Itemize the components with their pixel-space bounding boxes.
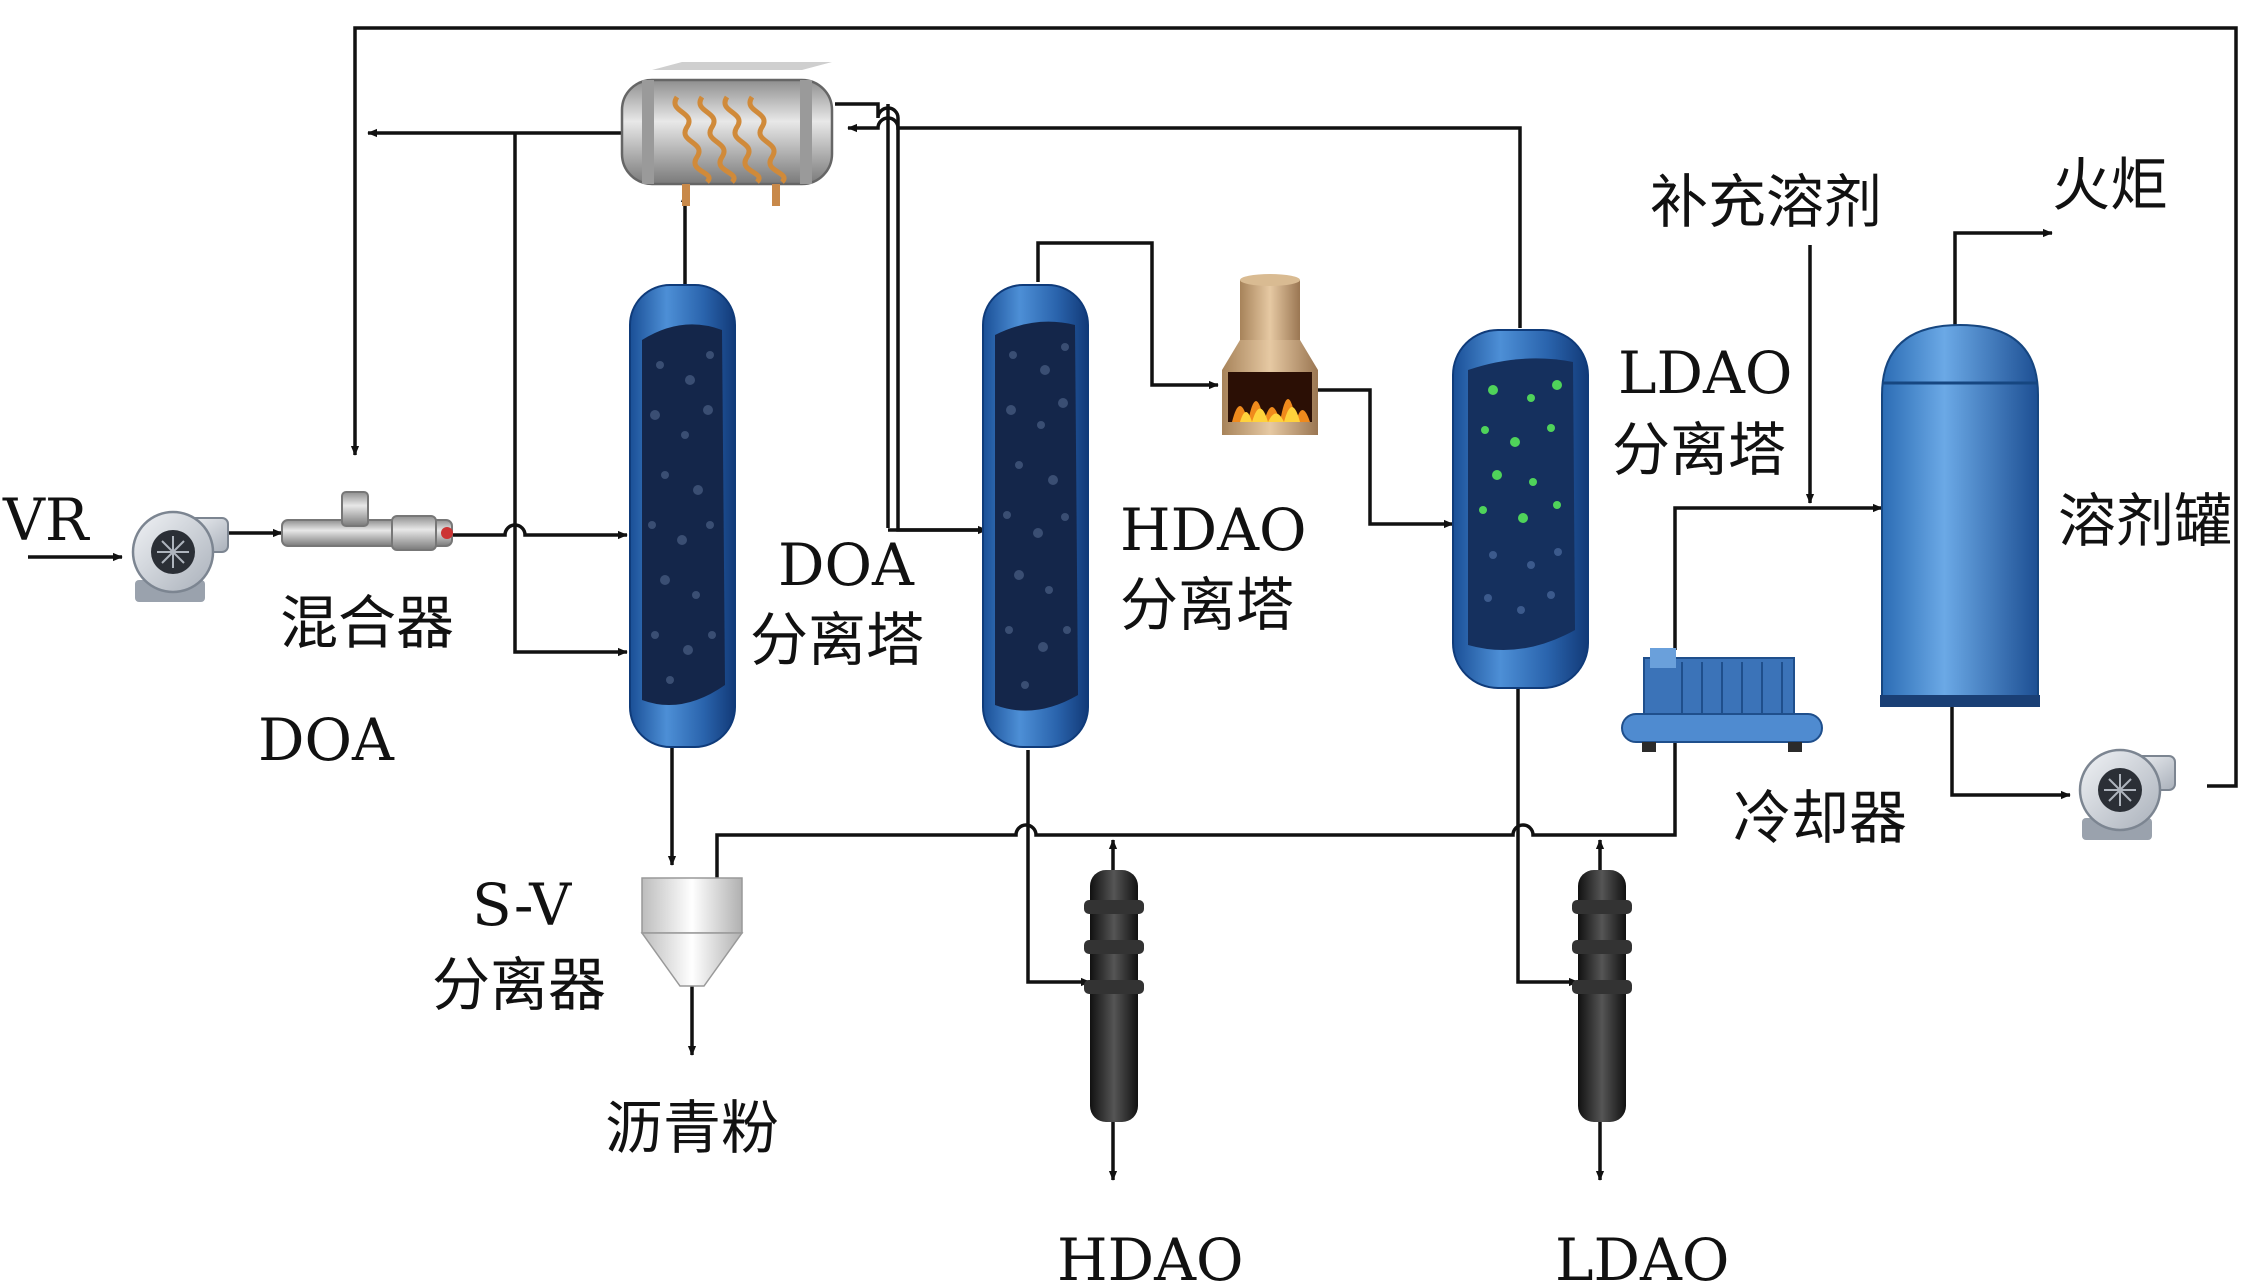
doa-label: DOA xyxy=(258,706,395,774)
flare-line xyxy=(1953,228,2053,325)
cooler-label: 冷却器 xyxy=(1733,784,1907,852)
solvent-tank-label: 溶剂罐 xyxy=(2058,487,2232,555)
ldao-column-icon xyxy=(1452,329,1589,689)
ldao-stripper-icon xyxy=(1572,870,1632,1122)
ldao-column-label-line1: LDAO xyxy=(1618,339,1792,407)
furnace-to-ldao-line xyxy=(1318,388,1454,529)
sv-separator-label-line1: S-V xyxy=(472,871,572,939)
static-mixer-icon xyxy=(281,491,453,551)
exchanger-to-doa-lower-line xyxy=(513,133,628,657)
asphalt-powder-label: 沥青粉 xyxy=(605,1094,779,1162)
makeup-solvent-label: 补充溶剂 xyxy=(1650,168,1882,236)
hdao-column-label-line1: HDAO xyxy=(1120,496,1307,564)
cooler-to-tank-line xyxy=(1673,503,1883,650)
ldao-bottoms-line xyxy=(1516,685,1579,987)
hdao-product-label: HDAO xyxy=(1057,1226,1244,1285)
solvent-recycle-line xyxy=(350,26,2238,788)
hdao-bottoms-line xyxy=(1026,750,1091,987)
cooler-icon xyxy=(1621,648,1823,752)
sv-separator-label-line2: 分离器 xyxy=(432,951,606,1019)
solvent-pump-icon xyxy=(2078,748,2176,840)
heat-exchanger-icon xyxy=(620,62,834,206)
doa-column-icon xyxy=(629,284,736,748)
piping xyxy=(28,26,2238,1181)
doa-column-label-line2: 分离塔 xyxy=(750,606,924,674)
tank-to-pump-line xyxy=(1950,700,2071,800)
feed-pump-icon xyxy=(131,510,229,602)
furnace-icon xyxy=(1222,274,1318,435)
separator-vapor-line xyxy=(715,732,1677,880)
mixer-label: 混合器 xyxy=(280,589,454,657)
solvent-tank-icon xyxy=(1880,323,2040,707)
hdao-column-icon xyxy=(982,284,1089,748)
labels: VR 混合器 DOA DOA 分离塔 HDAO 分离塔 LDAO 分离塔 补充溶… xyxy=(2,151,2232,1285)
exchanger-to-hdao-line xyxy=(835,102,987,532)
doa-column-label-line1: DOA xyxy=(778,531,915,599)
flare-label: 火炬 xyxy=(2052,151,2168,219)
sv-separator-icon xyxy=(640,877,744,987)
hdao-column-label-line2: 分离塔 xyxy=(1120,571,1294,639)
vr-label: VR xyxy=(2,486,91,554)
hdao-overhead-line xyxy=(1036,241,1219,390)
ldao-column-label-line2: 分离塔 xyxy=(1612,416,1786,484)
hdao-stripper-icon xyxy=(1084,870,1144,1122)
ldao-overhead-line xyxy=(847,116,1522,328)
ldao-product-label: LDAO xyxy=(1555,1226,1729,1285)
mixer-to-doa-line xyxy=(450,523,628,540)
